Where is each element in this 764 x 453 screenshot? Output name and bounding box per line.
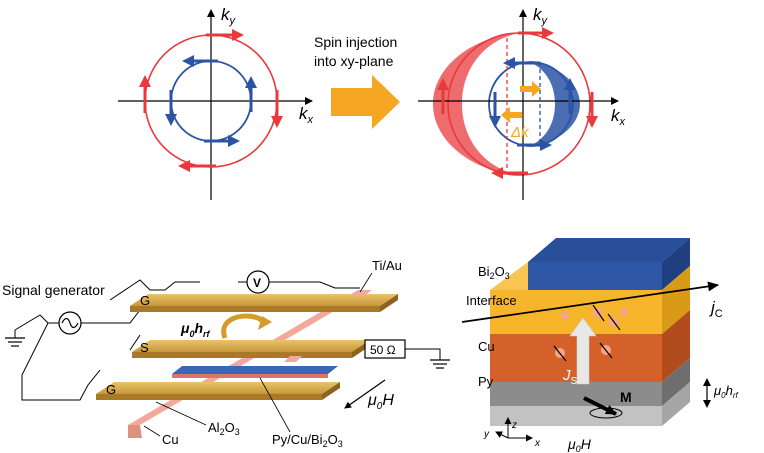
- bi2o3-label: Bi2O3: [478, 264, 510, 281]
- stack-label: Py/Cu/Bi2O3: [272, 432, 343, 449]
- ground-symbol-left: [5, 337, 25, 347]
- layer-stack-3d: M Bi2O3 Interface Cu Py jC JS μ0hrf μ0H …: [461, 238, 738, 453]
- orange-shift-arrow-left: [501, 107, 522, 123]
- axis-y-label: y: [483, 429, 490, 440]
- electrode-s: [132, 340, 370, 358]
- magnetization-arrow: [583, 396, 617, 416]
- coordinate-axes: [495, 417, 533, 442]
- caption-line-2: into xy-plane: [314, 53, 394, 69]
- left-kx-label: kx: [299, 104, 314, 126]
- electrode-s-label: S: [140, 340, 149, 355]
- axis-x-label: x: [534, 438, 541, 449]
- hrf-label: μ0hrf: [180, 320, 211, 339]
- electrode-g2: [96, 382, 340, 400]
- cu-layer: [490, 334, 662, 382]
- field-h-right-label: μ0H: [567, 436, 592, 453]
- red-spin-arrows: [139, 29, 283, 172]
- spin-current-arrow: [569, 317, 597, 385]
- field-h-arrow: [344, 379, 386, 409]
- jc-label: jC: [709, 298, 723, 320]
- magnetization-label: M: [620, 389, 632, 405]
- right-fermi-contour: Δk ky kx: [418, 5, 626, 200]
- right-kx-label: kx: [611, 106, 626, 128]
- voltmeter-label: V: [253, 276, 261, 290]
- cu-label: Cu: [162, 432, 179, 447]
- delta-k-label: Δk: [510, 124, 530, 141]
- axis-z-label: z: [511, 420, 517, 431]
- field-h-label: μ0H: [367, 392, 394, 412]
- signal-generator-label: Signal generator: [2, 282, 105, 298]
- al2o3-label: Al2O3: [208, 420, 240, 437]
- hrf-right-label: μ0hrf: [713, 383, 738, 400]
- py-cu-bi2o3-stack: [172, 366, 338, 378]
- device-schematic: Signal generator: [2, 258, 450, 449]
- spin-injection-arrow-group: Spin injection into xy-plane: [314, 34, 400, 129]
- blue-spin-arrows: [165, 55, 257, 147]
- resistor-label: 50 Ω: [370, 343, 396, 357]
- resistor-50-ohm: [364, 339, 406, 359]
- orange-block-arrow: [331, 75, 400, 129]
- spin-electrons: [553, 304, 628, 362]
- py-layer-label: Py: [478, 374, 494, 389]
- interface-label: Interface: [466, 293, 517, 308]
- caption-line-1: Spin injection: [314, 34, 397, 50]
- charge-current-arrow: [461, 281, 719, 323]
- ground-symbol-right: [430, 359, 450, 369]
- js-label: JS: [562, 367, 578, 387]
- cu-layer-label: Cu: [478, 339, 495, 354]
- electrode-g1: [130, 294, 398, 312]
- blue-spin-arrows-shifted: [489, 57, 576, 151]
- left-ky-label: ky: [221, 5, 237, 27]
- py-layer: [490, 382, 662, 406]
- bi2o3-layer: [528, 262, 662, 290]
- orange-shift-arrow-right: [520, 81, 541, 97]
- electrode-g1-label: G: [140, 293, 150, 308]
- right-ky-label: ky: [533, 5, 549, 27]
- left-fermi-contour: ky kx: [118, 5, 314, 200]
- ti-au-label: Ti/Au: [372, 258, 402, 273]
- electrode-g2-label: G: [106, 382, 116, 397]
- red-spin-arrows-shifted: [437, 27, 598, 179]
- red-crescent-fill: [433, 33, 519, 175]
